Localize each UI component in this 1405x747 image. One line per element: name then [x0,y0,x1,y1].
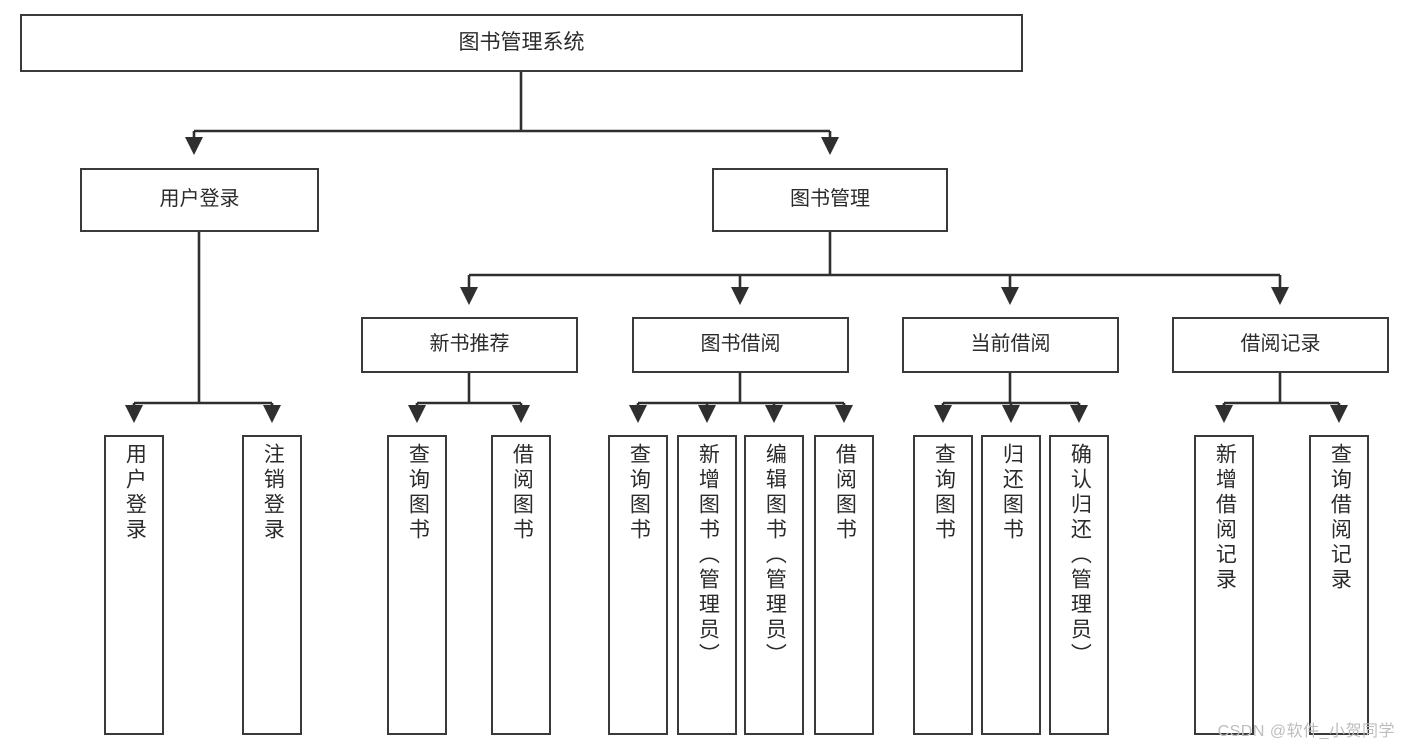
leaf-borrow-book-2[interactable]: 借阅图书 [814,435,874,735]
leaf-query-book-2[interactable]: 查询图书 [608,435,668,735]
leaf-logout-label: 注销登录 [261,443,285,543]
node-borrow-record-label: 借阅记录 [1240,333,1321,356]
node-borrow-record[interactable]: 借阅记录 [1172,317,1389,373]
leaf-borrow-book-1[interactable]: 借阅图书 [491,435,551,735]
node-current-borrow[interactable]: 当前借阅 [902,317,1119,373]
node-new-book-rec-label: 新书推荐 [429,333,510,356]
node-user-login[interactable]: 用户登录 [80,168,319,232]
node-new-book-rec[interactable]: 新书推荐 [361,317,578,373]
node-book-borrow[interactable]: 图书借阅 [632,317,849,373]
leaf-add-record[interactable]: 新增借阅记录 [1194,435,1254,735]
leaf-query-book-1-label: 查询图书 [406,443,430,543]
leaf-borrow-book-2-label: 借阅图书 [833,443,857,543]
node-book-borrow-label: 图书借阅 [700,333,781,356]
leaf-add-book-label: 新增图书（管理员） [696,443,720,668]
node-root[interactable]: 图书管理系统 [20,14,1023,72]
leaf-confirm-return[interactable]: 确认归还（管理员） [1049,435,1109,735]
leaf-add-record-label: 新增借阅记录 [1213,443,1237,593]
leaf-query-book-3-label: 查询图书 [932,443,956,543]
leaf-query-book-2-label: 查询图书 [627,443,651,543]
leaf-user-login[interactable]: 用户登录 [104,435,164,735]
leaf-edit-book-label: 编辑图书（管理员） [763,443,787,668]
leaf-return-book-label: 归还图书 [1000,443,1024,543]
leaf-query-record-label: 查询借阅记录 [1328,443,1352,593]
node-current-borrow-label: 当前借阅 [970,333,1051,356]
leaf-confirm-return-label: 确认归还（管理员） [1068,443,1092,668]
leaf-edit-book[interactable]: 编辑图书（管理员） [744,435,804,735]
node-book-manage-label: 图书管理 [790,188,870,211]
leaf-query-record[interactable]: 查询借阅记录 [1309,435,1369,735]
leaf-logout[interactable]: 注销登录 [242,435,302,735]
leaf-return-book[interactable]: 归还图书 [981,435,1041,735]
leaf-add-book[interactable]: 新增图书（管理员） [677,435,737,735]
leaf-query-book-3[interactable]: 查询图书 [913,435,973,735]
node-user-login-label: 用户登录 [159,188,240,211]
leaf-user-login-label: 用户登录 [123,443,147,543]
leaf-query-book-1[interactable]: 查询图书 [387,435,447,735]
leaf-borrow-book-1-label: 借阅图书 [510,443,534,543]
node-root-label: 图书管理系统 [458,30,585,54]
node-book-manage[interactable]: 图书管理 [712,168,948,232]
